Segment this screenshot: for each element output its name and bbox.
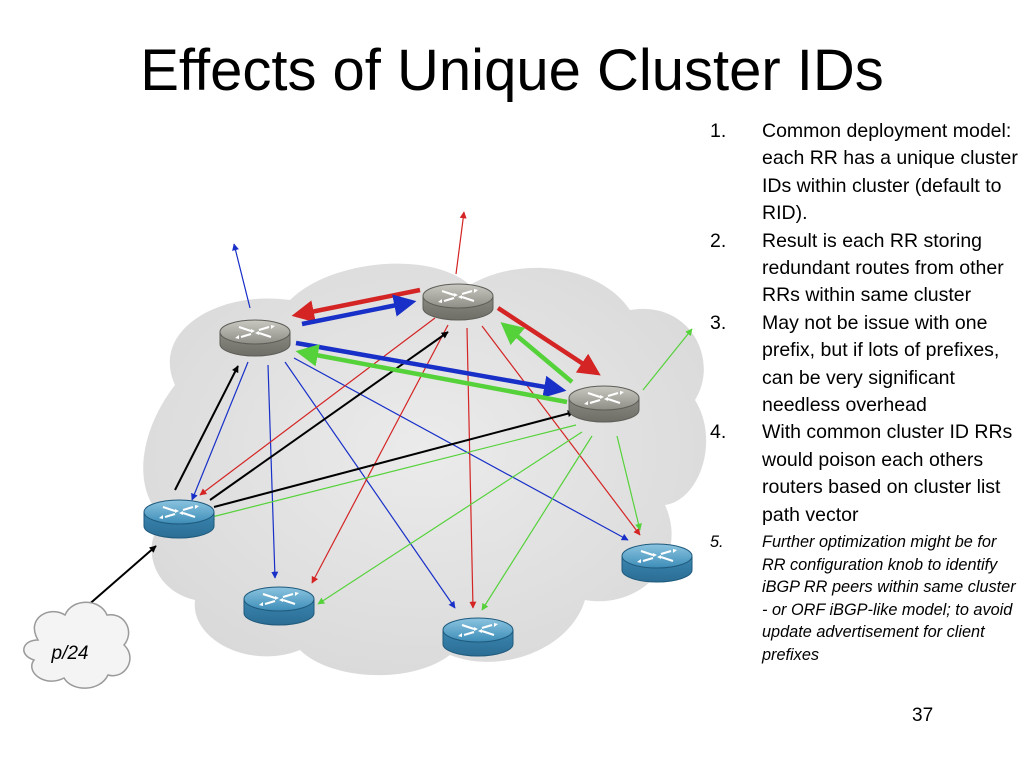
note-text: Result is each RR storing redundant rout… — [762, 229, 1004, 307]
note-number: 2. — [710, 229, 727, 252]
note-number: 5. — [710, 533, 724, 552]
note-item: 1. Common deployment model: each RR has … — [708, 118, 1020, 228]
slide-title: Effects of Unique Cluster IDs — [140, 38, 884, 103]
prefix-label: p/24 — [51, 643, 89, 664]
route-reflector-router-icon[interactable] — [219, 319, 291, 357]
note-number: 3. — [710, 311, 727, 334]
notes-list: 1. Common deployment model: each RR has … — [708, 118, 1020, 666]
links-blue — [191, 243, 629, 609]
note-number: 4. — [710, 421, 727, 444]
route-reflector-router-icon[interactable] — [568, 385, 640, 423]
links-black — [77, 331, 575, 615]
cloud-icon — [23, 601, 131, 689]
network-cloud — [143, 263, 707, 676]
client-router-icon[interactable] — [143, 499, 215, 539]
links-rr-mesh — [291, 287, 601, 405]
links-green — [207, 328, 693, 611]
note-text: Further optimization might be for RR con… — [762, 533, 1016, 664]
route-reflector-router-icon[interactable] — [422, 283, 494, 321]
note-number: 1. — [710, 120, 727, 142]
note-text: Common deployment model: each RR has a u… — [762, 120, 1018, 225]
note-text: May not be issue with one prefix, but if… — [762, 311, 1000, 417]
slide-number: 37 — [912, 705, 934, 726]
note-item: 5. Further optimization might be for RR … — [708, 531, 1020, 666]
client-router-icon[interactable] — [442, 617, 514, 657]
note-item: 3. May not be issue with one prefix, but… — [708, 310, 1020, 420]
client-router-icon[interactable] — [243, 586, 315, 626]
note-text: With common cluster ID RRs would poison … — [762, 421, 1013, 526]
prefix-cloud: p/24 — [23, 601, 131, 689]
note-item: 4. With common cluster ID RRs would pois… — [708, 419, 1020, 529]
note-item: 2. Result is each RR storing redundant r… — [708, 228, 1020, 310]
client-router-icon[interactable] — [621, 543, 693, 583]
